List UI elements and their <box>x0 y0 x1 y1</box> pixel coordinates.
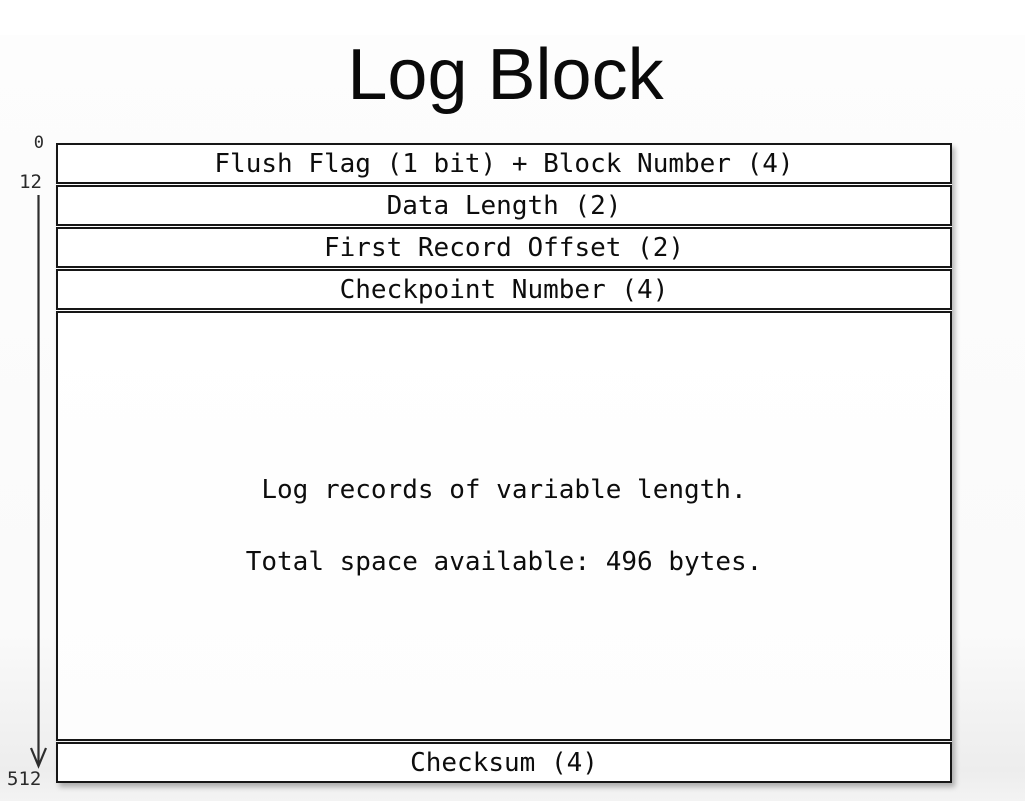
field-row-flush-flag-block-number: Flush Flag (1 bit) + Block Number (4) <box>56 143 952 184</box>
log-records-text-line2: Total space available: 496 bytes. <box>245 547 763 577</box>
field-row-first-record-offset: First Record Offset (2) <box>56 227 952 268</box>
field-row-checkpoint-number: Checkpoint Number (4) <box>56 269 952 310</box>
log-block-diagram: Flush Flag (1 bit) + Block Number (4) Da… <box>56 143 952 783</box>
page-title: Log Block <box>347 35 664 115</box>
field-row-data-length: Data Length (2) <box>56 185 952 226</box>
down-arrow-icon <box>29 195 48 769</box>
byte-offset-label-12: 12 <box>19 171 42 193</box>
log-records-text-line1: Log records of variable length. <box>261 475 747 505</box>
log-records-area: Log records of variable length. Total sp… <box>56 311 952 741</box>
byte-offset-label-0: 0 <box>33 133 44 153</box>
field-row-checksum: Checksum (4) <box>56 742 952 783</box>
byte-offset-label-512: 512 <box>7 768 42 790</box>
